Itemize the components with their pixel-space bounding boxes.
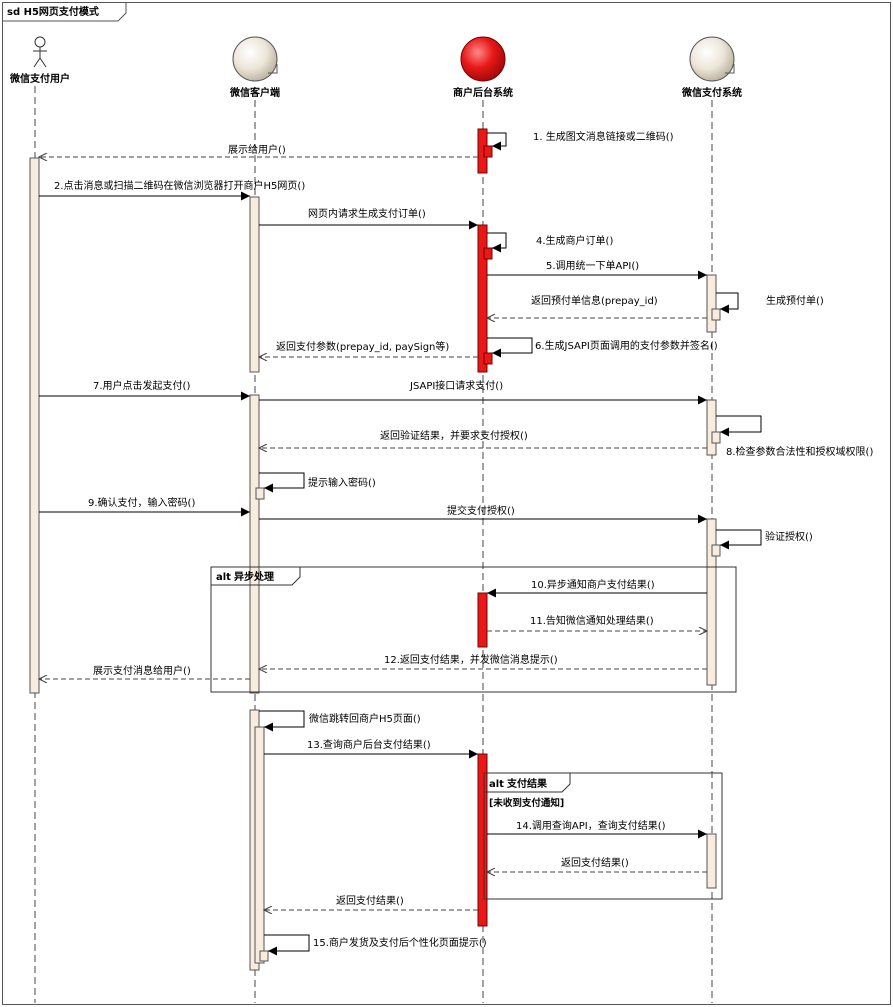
message-label: 15.商户发货及支付后个性化页面提示() bbox=[313, 936, 487, 949]
message-label: 7.用户点击发起支付() bbox=[93, 379, 190, 392]
lifeline-label-user: 微信支付用户 bbox=[9, 72, 70, 85]
fragment-operator: alt bbox=[216, 572, 231, 583]
message-label: 11.告知微信通知处理结果() bbox=[530, 614, 654, 627]
message-label: 13.查询商户后台支付结果() bbox=[307, 738, 431, 751]
message-label: 10.异步通知商户支付结果() bbox=[531, 578, 655, 591]
message-arrow bbox=[259, 472, 305, 493]
message-label: 返回验证结果，并要求支付授权() bbox=[380, 429, 528, 442]
message-label: 1. 生成图文消息链接或二维码() bbox=[533, 130, 674, 143]
activation-bar bbox=[249, 196, 260, 373]
message-label: 4.生成商户订单() bbox=[536, 234, 613, 247]
activation-bar bbox=[706, 399, 717, 456]
message-label: 8.检查参数合法性和授权域权限() bbox=[726, 445, 873, 458]
lifeline-label-wxpay: 微信支付系统 bbox=[681, 86, 742, 99]
fragment-box bbox=[483, 772, 723, 900]
fragment-box bbox=[210, 566, 737, 693]
message-label: 提示输入密码() bbox=[308, 476, 376, 489]
message-label: 微信跳转回商户H5页面() bbox=[309, 712, 421, 725]
activation-bar bbox=[483, 352, 493, 365]
message-label: 6.生成JSAPI页面调用的支付参数并签名() bbox=[535, 339, 718, 352]
activation-bar bbox=[477, 224, 488, 373]
activation-bar bbox=[706, 833, 717, 889]
lifeline-head-user bbox=[33, 36, 47, 68]
activations bbox=[29, 128, 721, 971]
message-label: 2.点击消息或扫描二维码在微信浏览器打开商户H5网页() bbox=[54, 179, 305, 192]
activation-bar bbox=[711, 308, 721, 321]
message-label: 网页内请求生成支付订单() bbox=[308, 207, 426, 220]
fragment-title: 支付结果 bbox=[506, 777, 548, 790]
fragment-query: alt 支付结果 [未收到支付通知] bbox=[483, 772, 723, 900]
component-ball-icon bbox=[689, 36, 735, 82]
message-label: 返回支付参数(prepay_id, paySign等) bbox=[276, 340, 449, 353]
messages: 1. 生成图文消息链接或二维码() 展示给用户() 2.点击消息或扫描二维码在微… bbox=[39, 130, 873, 956]
frame-tab bbox=[2, 2, 127, 22]
message-arrow bbox=[487, 232, 507, 253]
activation-bar bbox=[29, 157, 40, 694]
lifeline-head-wxpay bbox=[689, 36, 735, 82]
diagram-title: sd H5网页支付模式 bbox=[7, 5, 99, 18]
activation-bar bbox=[706, 518, 717, 686]
message-label: 验证授权() bbox=[765, 530, 813, 543]
message-label: 返回支付结果() bbox=[561, 856, 629, 869]
message-arrow bbox=[259, 710, 305, 732]
message-label: 返回支付结果() bbox=[336, 894, 404, 907]
message-arrow bbox=[487, 132, 507, 151]
message-label: 返回预付单信息(prepay_id) bbox=[531, 294, 658, 307]
message-label: 展示支付消息给用户() bbox=[93, 664, 191, 677]
fragment-async: alt 异步处理 bbox=[210, 566, 737, 693]
activation-bar bbox=[483, 247, 493, 260]
activation-bar bbox=[259, 950, 269, 962]
message-label: 14.调用查询API，查询支付结果() bbox=[516, 819, 666, 832]
message-label: 5.调用统一下单API() bbox=[546, 259, 639, 272]
message-arrow bbox=[716, 529, 762, 550]
message-label: 提交支付授权() bbox=[447, 504, 515, 517]
activation-bar bbox=[711, 431, 721, 444]
activation-bar bbox=[255, 487, 265, 500]
activation-bar bbox=[477, 592, 488, 648]
activation-bar bbox=[254, 726, 265, 964]
fragment-operator: alt bbox=[489, 779, 504, 790]
activation-bar bbox=[706, 274, 717, 333]
lifeline-head-client bbox=[232, 36, 278, 82]
message-label: JSAPI接口请求支付() bbox=[409, 379, 503, 392]
message-label: 9.确认支付，输入密码() bbox=[88, 496, 195, 509]
component-ball-icon bbox=[232, 36, 278, 82]
actor-head-icon bbox=[34, 36, 46, 48]
message-label: 展示给用户() bbox=[228, 143, 286, 156]
lifeline-label-merchant: 商户后台系统 bbox=[453, 86, 513, 99]
activation-bar bbox=[483, 145, 493, 158]
message-arrow bbox=[716, 292, 739, 314]
lifeline-head-merchant bbox=[460, 36, 506, 82]
message-arrow bbox=[264, 934, 310, 956]
activation-bar bbox=[249, 394, 260, 694]
lifeline-label-client: 微信客户端 bbox=[229, 86, 280, 99]
message-arrow bbox=[716, 415, 762, 437]
fragment-title: 异步处理 bbox=[234, 570, 274, 583]
activation-bar bbox=[477, 753, 488, 927]
activation-bar bbox=[711, 544, 721, 557]
message-label: 12.返回支付结果，并发微信消息提示() bbox=[384, 653, 558, 666]
fragment-guard: [未收到支付通知] bbox=[489, 797, 564, 809]
component-ball-icon bbox=[460, 36, 506, 82]
message-label: 生成预付单() bbox=[766, 294, 824, 307]
message-arrow bbox=[487, 337, 533, 358]
